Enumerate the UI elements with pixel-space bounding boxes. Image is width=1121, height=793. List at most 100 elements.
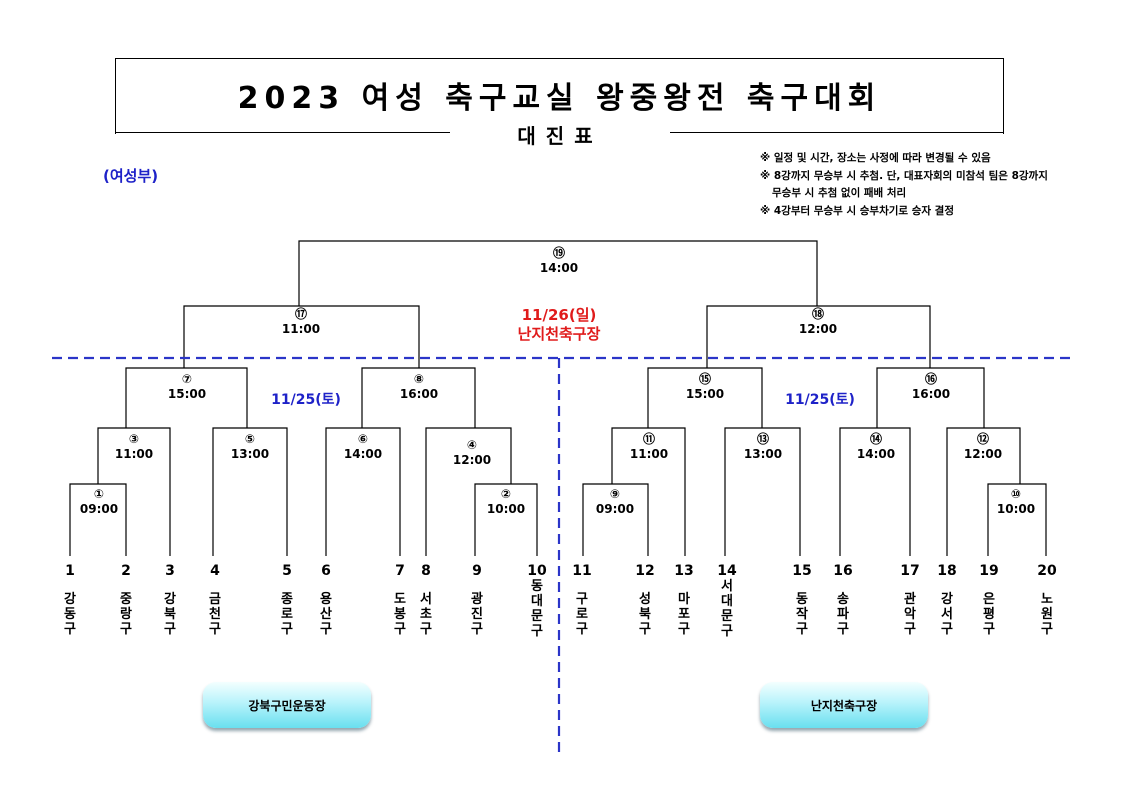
seed-number: 1: [65, 563, 75, 579]
match-16-label: ⑯ 16:00: [912, 372, 950, 402]
seed-number: 11: [572, 563, 592, 579]
match-number: ⑪: [642, 432, 656, 446]
bracket-match-6: [325, 427, 401, 556]
seed-number: 14: [717, 563, 737, 579]
venue-badge-left: 강북구민운동장: [203, 682, 371, 728]
match-time: 16:00: [911, 387, 951, 401]
seed-number: 6: [321, 563, 331, 579]
match-3-label: ③ 11:00: [115, 432, 153, 462]
match-11-label: ⑪ 11:00: [630, 432, 668, 462]
match-1-label: ① 09:00: [80, 487, 118, 517]
team-name: 광진구: [471, 592, 483, 637]
match-14-label: ⑭ 14:00: [857, 432, 895, 462]
note-line: ※ 8강까지 무승부 시 추첨. 단, 대표자회의 미참석 팀은 8강까지: [760, 169, 1048, 182]
match-time: 16:00: [399, 387, 439, 401]
seed-number: 19: [979, 563, 999, 579]
note-line: 무승부 시 추첨 없이 패배 처리: [772, 187, 907, 199]
team-name: 성북구: [639, 592, 651, 637]
team-name: 관악구: [904, 592, 916, 637]
match-19-label: ⑲ 14:00: [540, 246, 578, 276]
final-day-info: 11/26(일) 난지천축구장: [518, 306, 601, 344]
match-time: 14:00: [343, 447, 383, 461]
match-time: 13:00: [230, 447, 270, 461]
match-number: ⑭: [869, 432, 883, 446]
match-time: 10:00: [996, 502, 1036, 516]
match-number: ⑰: [294, 307, 308, 321]
match-2-label: ② 10:00: [487, 487, 525, 517]
match-number: ①: [93, 487, 105, 501]
seed-number: 15: [792, 563, 812, 579]
seed-number: 2: [121, 563, 131, 579]
team-name: 구로구: [576, 592, 588, 637]
title-underline-left: [115, 132, 450, 133]
bracket-match-15: [647, 367, 763, 428]
team-name: 송파구: [837, 592, 849, 637]
seed-number: 3: [165, 563, 175, 579]
match-time: 12:00: [798, 322, 838, 336]
match-12-label: ⑫ 12:00: [964, 432, 1002, 462]
bracket-match-9: [582, 483, 649, 556]
match-time: 11:00: [114, 447, 154, 461]
match-15-label: ⑮ 15:00: [686, 372, 724, 402]
bracket-match-14: [839, 427, 911, 556]
team-name: 동작구: [796, 592, 808, 637]
seed-number: 12: [635, 563, 655, 579]
match-8-label: ⑧ 16:00: [400, 372, 438, 402]
team-name: 중랑구: [120, 592, 132, 637]
final-day-date: 11/26(일): [521, 306, 597, 324]
team-name: 강동구: [64, 592, 76, 637]
match-5-label: ⑤ 13:00: [231, 432, 269, 462]
team-name: 서초구: [420, 592, 432, 637]
seed-number: 5: [282, 563, 292, 579]
match-6-label: ⑥ 14:00: [344, 432, 382, 462]
match-number: ⑩: [1010, 487, 1022, 501]
team-name: 강북구: [164, 592, 176, 637]
team-name: 금천구: [209, 592, 221, 637]
match-9-label: ⑨ 09:00: [596, 487, 634, 517]
match-number: ⑨: [609, 487, 621, 501]
team-name: 은평구: [983, 592, 995, 637]
bracket-match-10: [987, 483, 1047, 556]
match-time: 10:00: [486, 502, 526, 516]
seed-number: 4: [210, 563, 220, 579]
match-time: 14:00: [856, 447, 896, 461]
team-name: 동대문구: [531, 579, 543, 639]
bracket-match-5: [212, 427, 288, 556]
right-date-label: 11/25(토): [785, 392, 855, 408]
team-name: 도봉구: [394, 592, 406, 637]
seed-number: 17: [900, 563, 920, 579]
page-subtitle: 대진표: [517, 124, 603, 148]
match-number: ⑬: [756, 432, 770, 446]
match-number: ⑦: [181, 372, 193, 386]
match-time: 11:00: [281, 322, 321, 336]
team-name: 마포구: [678, 592, 690, 637]
seed-number: 10: [527, 563, 547, 579]
bracket-match-18: [706, 305, 931, 368]
match-time: 11:00: [629, 447, 669, 461]
venue-badge-right: 난지천축구장: [760, 682, 928, 728]
team-name: 노원구: [1041, 592, 1053, 637]
match-10-label: ⑩ 10:00: [997, 487, 1035, 517]
match-time: 14:00: [539, 261, 579, 275]
match-time: 15:00: [685, 387, 725, 401]
note-line: ※ 4강부터 무승부 시 승부차기로 승자 결정: [760, 204, 955, 217]
title-frame: [115, 58, 1004, 134]
match-time: 15:00: [167, 387, 207, 401]
bracket-match-17: [183, 305, 420, 368]
match-time: 13:00: [743, 447, 783, 461]
bracket-match-4: [425, 427, 512, 556]
team-name: 용산구: [320, 592, 332, 637]
notes-block: ※ 일정 및 시간, 장소는 사정에 따라 변경될 수 있음 ※ 8강까지 무승…: [760, 150, 1048, 220]
match-7-label: ⑦ 15:00: [168, 372, 206, 402]
seed-number: 20: [1037, 563, 1057, 579]
match-time: 12:00: [963, 447, 1003, 461]
match-time: 12:00: [452, 453, 492, 467]
match-time: 09:00: [595, 502, 635, 516]
match-number: ⑲: [552, 246, 566, 260]
seed-number: 9: [472, 563, 482, 579]
note-line: ※ 일정 및 시간, 장소는 사정에 따라 변경될 수 있음: [760, 152, 991, 164]
match-13-label: ⑬ 13:00: [744, 432, 782, 462]
team-name: 강서구: [941, 592, 953, 637]
match-number: ⑥: [357, 432, 369, 446]
seed-number: 16: [833, 563, 853, 579]
